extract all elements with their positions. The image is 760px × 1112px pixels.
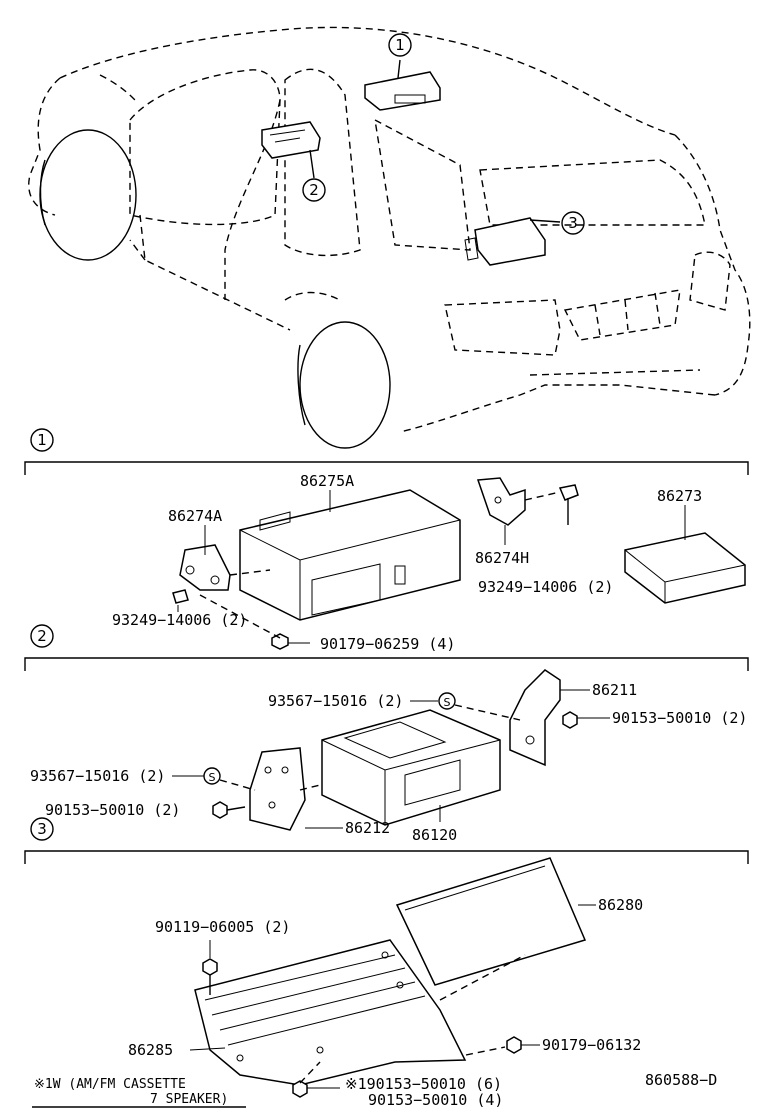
label-screw-a: ※190153−50010 (6)	[345, 1075, 502, 1093]
label-nut: 90179−06259 (4)	[320, 635, 455, 653]
section-3-bracket	[24, 850, 749, 864]
label-86212: 86212	[345, 819, 390, 837]
label-86211: 86211	[592, 681, 637, 699]
svg-text:2: 2	[37, 627, 47, 645]
spacer-93567-left-icon: S	[203, 767, 221, 785]
bracket-86211	[509, 669, 561, 767]
label-86285: 86285	[128, 1041, 173, 1059]
section-1-bracket	[24, 461, 749, 475]
bracket-86274A	[179, 544, 231, 591]
overview-callout-1: 1	[388, 33, 412, 57]
section-2: 2 S S	[24, 624, 749, 844]
footnote: ※1W (AM/FM CASSETTE 7 SPEAKER)	[32, 1077, 246, 1108]
svg-text:3: 3	[568, 214, 578, 232]
overview-callout-2: 2	[302, 178, 326, 202]
label-screw-right: 90153−50010 (2)	[612, 709, 747, 727]
nut-90179-06132-icon	[506, 1036, 522, 1054]
bracket-86285	[194, 939, 467, 1086]
screw-90153-left-icon	[212, 801, 246, 819]
footnote-line-1: ※1W (AM/FM CASSETTE	[34, 1077, 186, 1092]
label-bolt-90119: 90119−06005 (2)	[155, 918, 290, 936]
footnote-line-2: 7 SPEAKER)	[150, 1092, 228, 1107]
svg-text:S: S	[209, 771, 216, 784]
bracket-86274H	[476, 477, 526, 526]
nut-90179-06259-icon	[271, 633, 289, 650]
label-screw-left: 90153−50010 (2)	[45, 801, 180, 819]
bracket-86212	[249, 747, 306, 831]
svg-text:2: 2	[309, 181, 319, 199]
label-86120: 86120	[412, 826, 457, 844]
overview-unit-1	[364, 59, 441, 111]
label-86275A: 86275A	[300, 472, 354, 490]
svg-text:1: 1	[37, 431, 47, 449]
label-86280: 86280	[598, 896, 643, 914]
section-2-bracket	[24, 657, 749, 671]
box-86273	[624, 532, 746, 604]
svg-text:3: 3	[37, 820, 47, 838]
bolt-93249-14006-right-icon	[558, 484, 579, 525]
label-spacer-left: 93567−15016 (2)	[30, 767, 165, 785]
label-bolt-left: 93249−14006 (2)	[112, 611, 247, 629]
bolt-90119-06005-icon	[202, 958, 218, 995]
section-marker-3: 3	[30, 817, 54, 841]
section-1: 1	[24, 428, 749, 653]
label-bolt-right: 93249−14006 (2)	[478, 578, 613, 596]
deck-86120	[321, 709, 501, 826]
label-spacer-top: 93567−15016 (2)	[268, 692, 403, 710]
overview-unit-3	[464, 217, 561, 266]
vehicle-overview: 1 2 3	[28, 26, 751, 449]
label-86274H: 86274H	[475, 549, 529, 567]
screw-90153-right-icon	[562, 711, 578, 729]
diagram-id: 860588−D	[645, 1071, 717, 1089]
svg-text:S: S	[444, 696, 451, 709]
head-unit-86275A	[239, 489, 461, 621]
section-marker-1: 1	[30, 428, 54, 452]
label-86273: 86273	[657, 487, 702, 505]
section-marker-2: 2	[30, 624, 54, 648]
label-screw-b: 90153−50010 (4)	[368, 1091, 503, 1109]
section-3: 3	[24, 817, 749, 1109]
bolt-93249-14006-left-icon	[172, 589, 189, 604]
svg-text:1: 1	[395, 36, 405, 54]
amplifier-86280	[395, 857, 587, 986]
overview-callout-3: 3	[561, 211, 585, 235]
label-nut-90179-06132: 90179−06132	[542, 1036, 641, 1054]
label-86274A: 86274A	[168, 507, 222, 525]
spacer-93567-top-icon: S	[438, 692, 456, 710]
overview-unit-2	[261, 121, 321, 179]
screw-90153-50010-icon	[292, 1080, 308, 1098]
